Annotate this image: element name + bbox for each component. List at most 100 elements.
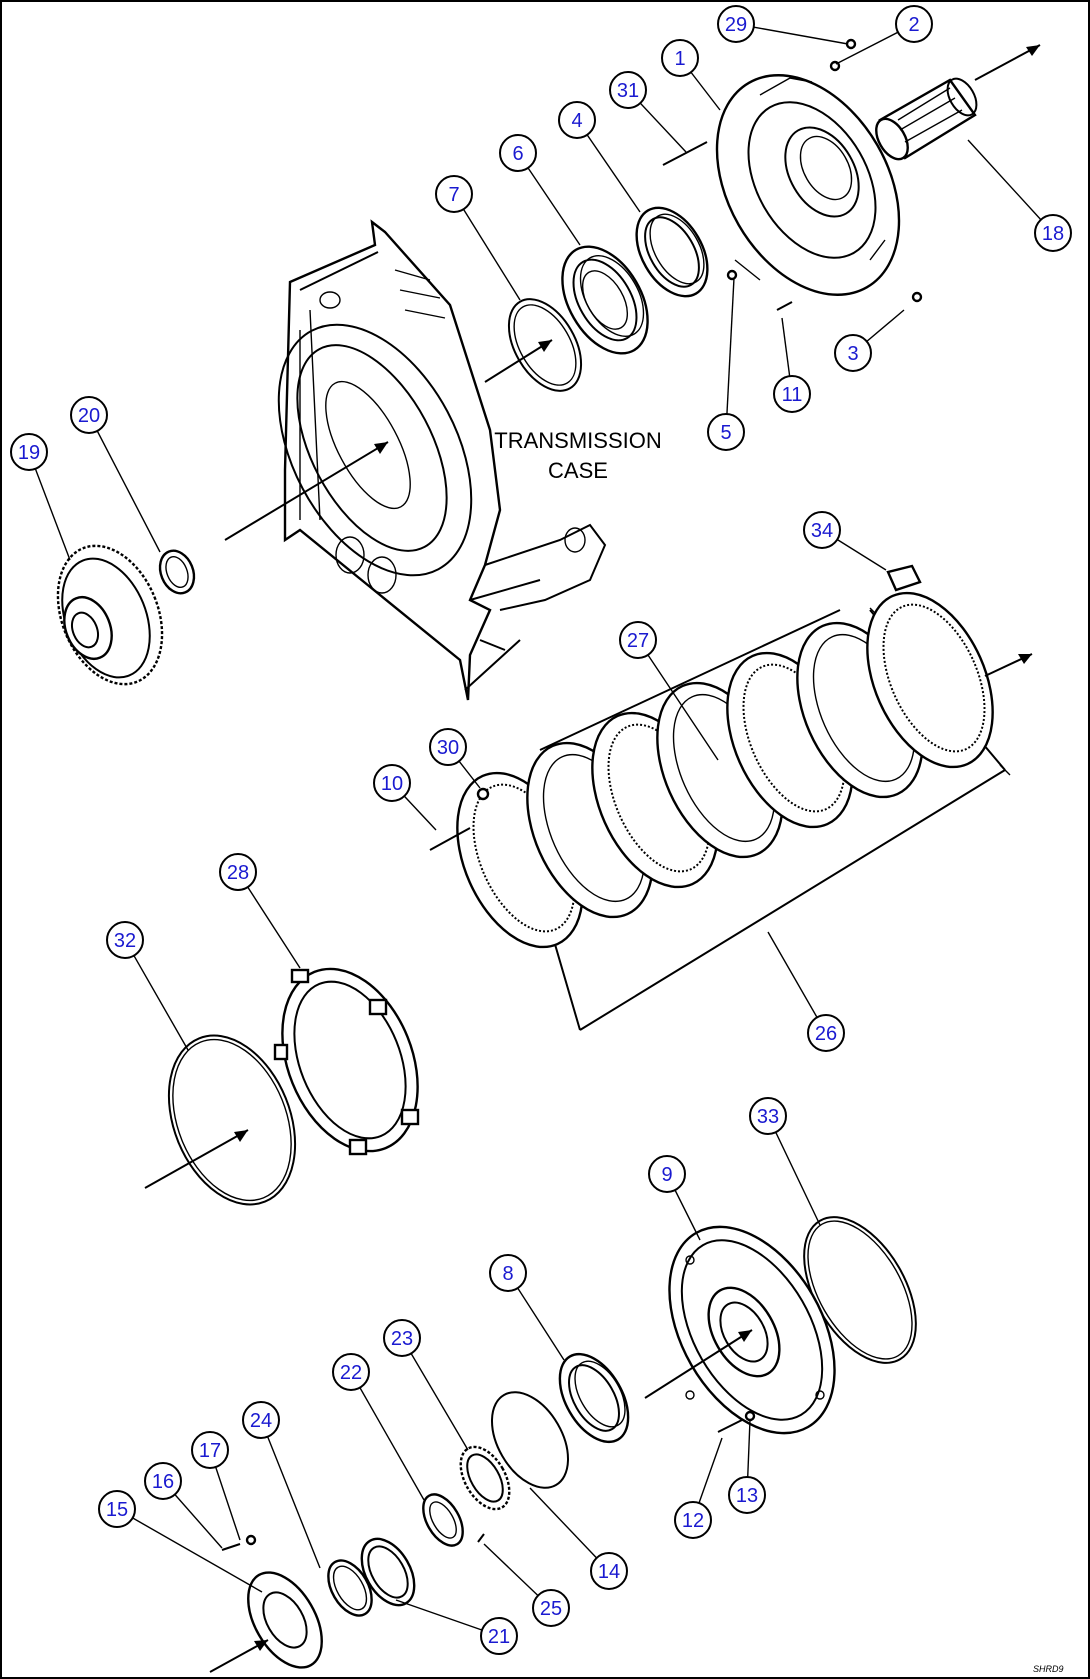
callout-14: 14 (590, 1552, 628, 1590)
leader-line-5 (725, 277, 735, 433)
part-25-pin (477, 1533, 485, 1543)
callout-21: 21 (480, 1617, 518, 1655)
callout-number: 5 (720, 422, 731, 444)
callout-16: 16 (144, 1462, 182, 1500)
callout-circle (609, 71, 647, 109)
callout-circle (590, 1552, 628, 1590)
leader-line-26 (767, 931, 827, 1034)
callout-30: 30 (429, 728, 467, 766)
part-8-bearing (558, 1352, 630, 1444)
callout-25: 25 (532, 1589, 570, 1627)
callout-5: 5 (707, 413, 745, 451)
callout-circle (648, 1155, 686, 1193)
part-15-cover (209, 1571, 323, 1673)
callout-circle (619, 621, 657, 659)
callout-number: 2 (908, 14, 919, 36)
callout-3: 3 (834, 334, 872, 372)
part-10-pin (429, 827, 471, 851)
callout-circle (749, 1097, 787, 1135)
callout-circle (332, 1353, 370, 1391)
callout-number: 27 (627, 630, 649, 652)
drawing-code: SHRD9 (1033, 1664, 1064, 1674)
part-3-pin (911, 291, 923, 303)
callout-24: 24 (242, 1401, 280, 1439)
transmission-case: TRANSMISSION CASE (277, 219, 662, 701)
callout-27: 27 (619, 621, 657, 659)
callout-9: 9 (648, 1155, 686, 1193)
callout-number: 18 (1042, 223, 1064, 245)
callout-33: 33 (749, 1097, 787, 1135)
leader-line-20 (88, 414, 161, 553)
callout-circle (480, 1617, 518, 1655)
leader-line-33 (767, 1115, 821, 1226)
part-22-ring (422, 1493, 464, 1547)
part-30-ball (476, 787, 490, 801)
callout-number: 11 (782, 384, 803, 406)
callout-32: 32 (106, 921, 144, 959)
part-32-ring (144, 1034, 297, 1206)
callout-circle (1034, 214, 1072, 252)
callout-number: 1 (674, 48, 685, 70)
callout-number: 26 (815, 1023, 837, 1045)
callout-circle (661, 39, 699, 77)
leader-line-24 (260, 1419, 321, 1569)
leader-line-32 (124, 939, 189, 1051)
callout-circle (242, 1401, 280, 1439)
leader-line-23 (401, 1337, 469, 1451)
callout-circle (98, 1490, 136, 1528)
callout-number: 16 (152, 1471, 174, 1493)
callout-number: 28 (227, 862, 249, 884)
callout-number: 30 (437, 737, 459, 759)
callout-number: 32 (114, 930, 136, 952)
part-19-gear (56, 544, 164, 686)
callout-11: 11 (773, 375, 811, 413)
callout-number: 7 (448, 184, 459, 206)
callout-number: 15 (106, 1499, 128, 1521)
callout-number: 20 (78, 405, 100, 427)
part-7-snap-ring (484, 298, 583, 392)
callout-22: 22 (332, 1353, 370, 1391)
callout-number: 6 (512, 143, 523, 165)
callout-circle (532, 1589, 570, 1627)
callout-circle (707, 413, 745, 451)
part-20-ring (158, 549, 196, 595)
callout-number: 8 (502, 1263, 513, 1285)
case-label-line-1: TRANSMISSION (494, 428, 661, 453)
callout-6: 6 (499, 134, 537, 172)
callout-23: 23 (383, 1319, 421, 1357)
leader-line-14 (529, 1487, 610, 1572)
callout-number: 31 (617, 80, 639, 102)
callout-18: 18 (1034, 214, 1072, 252)
assembly-arrow (224, 441, 389, 541)
callout-number: 21 (488, 1626, 510, 1648)
callout-circle (773, 375, 811, 413)
leader-line-22 (350, 1371, 425, 1501)
part-17-washer (245, 1534, 257, 1546)
part-29-pin (845, 38, 857, 50)
callout-19: 19 (10, 433, 48, 471)
callout-1: 1 (661, 39, 699, 77)
clutch-plates (456, 591, 994, 949)
callout-circle (10, 433, 48, 471)
callout-number: 22 (340, 1362, 362, 1384)
callout-29: 29 (717, 5, 755, 43)
callout-number: 13 (736, 1485, 758, 1507)
callout-7: 7 (435, 175, 473, 213)
part-24-ring (327, 1559, 373, 1617)
callout-circle (383, 1319, 421, 1357)
part-12-bolt (717, 1419, 743, 1433)
callout-4: 4 (558, 101, 596, 139)
callout-34: 34 (803, 511, 841, 549)
part-14-ring (491, 1391, 569, 1489)
leader-line-19 (28, 451, 71, 561)
leader-line-15 (116, 1508, 263, 1593)
callout-leaders (28, 23, 1054, 1637)
callout-15: 15 (98, 1490, 136, 1528)
callout-17: 17 (191, 1431, 229, 1469)
callout-circle (717, 5, 755, 43)
callout-number: 34 (811, 520, 833, 542)
